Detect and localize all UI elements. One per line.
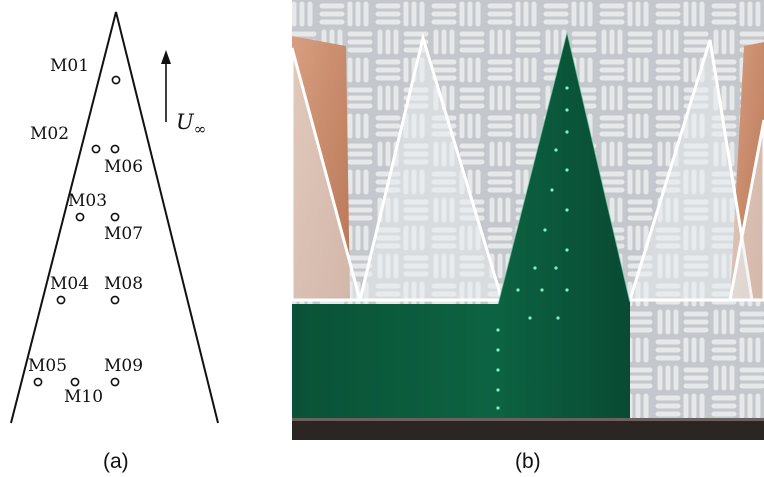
pcb-serration xyxy=(292,32,630,418)
mic-label-m02: M02 xyxy=(30,124,69,144)
mic-marker-m08 xyxy=(110,295,120,305)
mounting-base xyxy=(292,418,764,440)
panel-a-label: (a) xyxy=(103,450,129,473)
flow-symbol: U xyxy=(176,110,195,134)
flow-subscript: ∞ xyxy=(194,120,207,138)
flow-arrow xyxy=(161,50,171,122)
mic-marker-m02 xyxy=(91,144,101,154)
mic-marker-m06 xyxy=(110,144,120,154)
mic-label-m09: M09 xyxy=(104,356,143,376)
mic-marker-m09 xyxy=(110,377,120,387)
mic-label-m06: M06 xyxy=(104,157,143,177)
serration-outline xyxy=(10,11,219,424)
panel-b-label: (b) xyxy=(515,450,541,473)
mic-marker-m01 xyxy=(111,75,121,85)
mic-label-m03: M03 xyxy=(68,191,107,211)
serration-photo xyxy=(290,0,764,440)
mic-marker-m03 xyxy=(75,212,85,222)
mic-label-m08: M08 xyxy=(104,274,143,294)
serration-schematic: U∞ M01 M02 M06 M03 M07 M04 M08 M05 M09 M… xyxy=(10,11,219,424)
mic-label-m10: M10 xyxy=(64,387,103,407)
flow-velocity-label: U∞ xyxy=(176,110,206,138)
mic-label-m01: M01 xyxy=(50,56,89,76)
pcb-microphone-holes xyxy=(496,86,569,410)
mic-marker-m07 xyxy=(110,212,120,222)
mic-marker-m04 xyxy=(56,295,66,305)
mic-label-m05: M05 xyxy=(28,356,67,376)
mic-label-m07: M07 xyxy=(104,224,143,244)
mic-marker-m05 xyxy=(33,377,43,387)
mic-label-m04: M04 xyxy=(50,274,89,294)
transparent-serrations xyxy=(290,32,764,302)
mic-marker-m10 xyxy=(70,377,80,387)
microphone-markers xyxy=(33,75,121,387)
